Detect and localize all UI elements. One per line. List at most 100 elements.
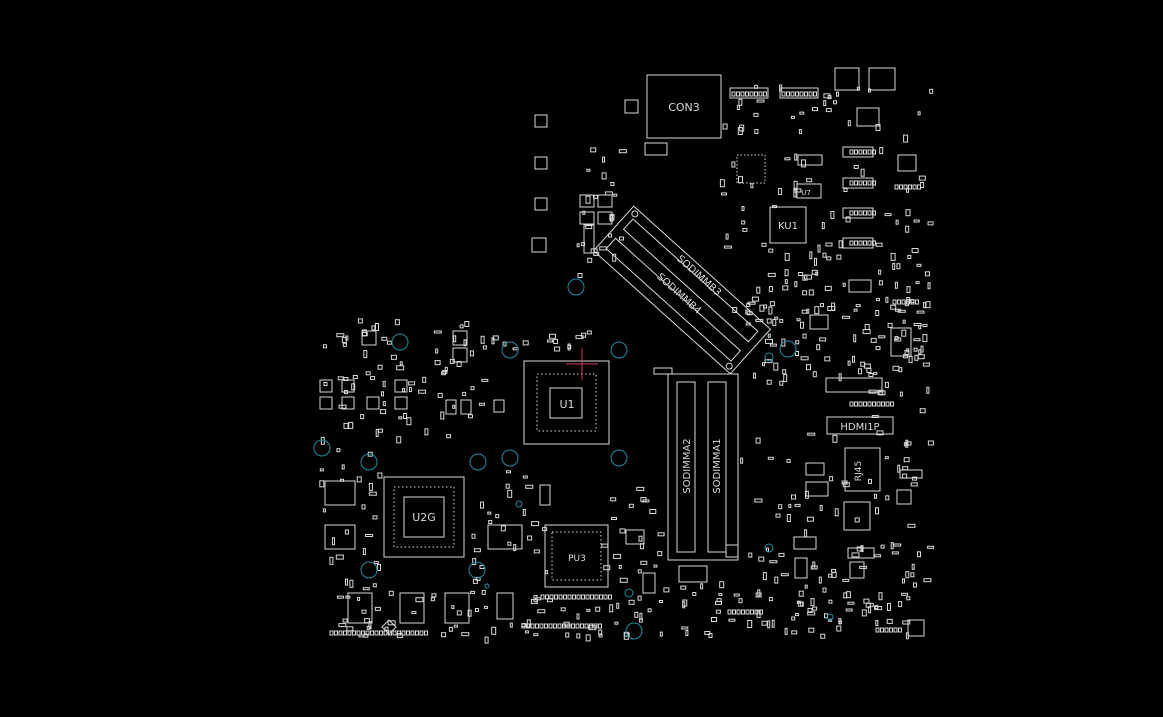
pin-pad bbox=[329, 630, 334, 636]
smd-pad bbox=[821, 222, 825, 230]
pin-pad bbox=[863, 149, 867, 155]
pin-pad bbox=[908, 184, 912, 190]
smd-pad bbox=[755, 592, 762, 598]
pin-pad bbox=[571, 623, 575, 629]
smd-pad bbox=[786, 514, 791, 522]
smd-pad bbox=[336, 448, 341, 453]
smd-pad bbox=[560, 607, 566, 612]
smd-pad bbox=[905, 209, 911, 217]
smd-pad bbox=[766, 379, 772, 385]
pin-pad bbox=[867, 149, 872, 155]
smd-pad bbox=[923, 302, 926, 309]
smd-pad bbox=[616, 602, 620, 609]
smd-pad bbox=[378, 428, 383, 433]
pin-pad bbox=[781, 91, 786, 97]
component bbox=[361, 330, 377, 346]
smd-pad bbox=[898, 601, 903, 608]
smd-pad bbox=[480, 335, 485, 344]
smd-pad bbox=[874, 493, 877, 499]
con3-connector[interactable] bbox=[646, 74, 722, 139]
smd-pad bbox=[361, 332, 368, 337]
smd-pad bbox=[348, 421, 354, 429]
smd-pad bbox=[779, 84, 783, 92]
smd-pad bbox=[463, 339, 467, 347]
smd-pad bbox=[902, 319, 906, 324]
smd-pad bbox=[509, 622, 513, 628]
component bbox=[452, 347, 468, 363]
smd-pad bbox=[468, 414, 473, 419]
pin-pad bbox=[849, 180, 854, 186]
smd-pad bbox=[885, 495, 890, 501]
smd-pad bbox=[779, 318, 784, 323]
smd-pad bbox=[762, 362, 765, 367]
pin-pad bbox=[732, 609, 736, 615]
smd-pad bbox=[424, 428, 429, 436]
smd-pad bbox=[815, 271, 819, 276]
smd-pad bbox=[586, 608, 591, 612]
pin-pad bbox=[863, 240, 867, 246]
smd-pad bbox=[464, 321, 470, 327]
smd-pad bbox=[441, 632, 447, 638]
component bbox=[452, 330, 468, 346]
ku1-chip[interactable] bbox=[769, 206, 807, 244]
pin-pad bbox=[849, 149, 854, 155]
smd-pad bbox=[731, 161, 736, 168]
pin-pad bbox=[548, 623, 553, 629]
rj45-jack[interactable] bbox=[844, 447, 881, 492]
pin-pad bbox=[910, 299, 915, 305]
smd-pad bbox=[843, 188, 848, 192]
smd-pad bbox=[319, 468, 324, 472]
smd-pad bbox=[522, 475, 528, 479]
smd-pad bbox=[610, 182, 615, 186]
smd-pad bbox=[767, 620, 771, 629]
smd-pad bbox=[484, 636, 489, 644]
u1-cpu-chip[interactable] bbox=[523, 360, 610, 445]
smd-pad bbox=[902, 578, 905, 584]
smd-pad bbox=[319, 480, 325, 488]
pin-pad bbox=[535, 623, 539, 629]
smd-pad bbox=[603, 565, 611, 571]
smd-pad bbox=[824, 285, 832, 291]
smd-pad bbox=[459, 324, 464, 329]
pu3-chip[interactable] bbox=[544, 524, 609, 588]
sodimm-a-sockets[interactable] bbox=[667, 373, 739, 561]
smd-pad bbox=[581, 242, 586, 247]
smd-pad bbox=[590, 147, 597, 153]
component bbox=[444, 592, 470, 624]
pin-pad bbox=[544, 623, 548, 629]
smd-pad bbox=[831, 571, 837, 578]
smd-pad bbox=[336, 595, 344, 599]
smd-pad bbox=[471, 533, 476, 539]
smd-pad bbox=[357, 596, 361, 601]
smd-pad bbox=[853, 164, 859, 169]
smd-pad bbox=[649, 509, 657, 514]
con3-label: CON3 bbox=[668, 101, 700, 114]
smd-pad bbox=[567, 344, 572, 349]
smd-pad bbox=[784, 269, 789, 277]
u2g-gpu-chip[interactable] bbox=[383, 476, 465, 558]
smd-pad bbox=[453, 624, 458, 628]
sodimm-b-sockets[interactable] bbox=[592, 205, 772, 375]
smd-pad bbox=[838, 373, 842, 382]
smd-pad bbox=[609, 604, 614, 613]
smd-pad bbox=[585, 195, 591, 204]
component bbox=[849, 561, 865, 579]
pin-pad bbox=[352, 630, 356, 636]
component bbox=[805, 462, 825, 476]
hdmi1p-connector[interactable] bbox=[826, 416, 894, 435]
smd-pad bbox=[346, 626, 354, 632]
smd-pad bbox=[828, 599, 833, 604]
smd-pad bbox=[488, 520, 493, 524]
pin-pad bbox=[867, 210, 872, 216]
smd-pad bbox=[533, 595, 538, 603]
smd-pad bbox=[807, 611, 816, 616]
pin-pad bbox=[875, 627, 880, 633]
smd-pad bbox=[349, 579, 354, 588]
smd-pad bbox=[874, 606, 883, 611]
smd-pad bbox=[344, 529, 349, 535]
pin-pad bbox=[741, 609, 745, 615]
smd-pad bbox=[845, 608, 853, 612]
smd-pad bbox=[362, 587, 370, 591]
